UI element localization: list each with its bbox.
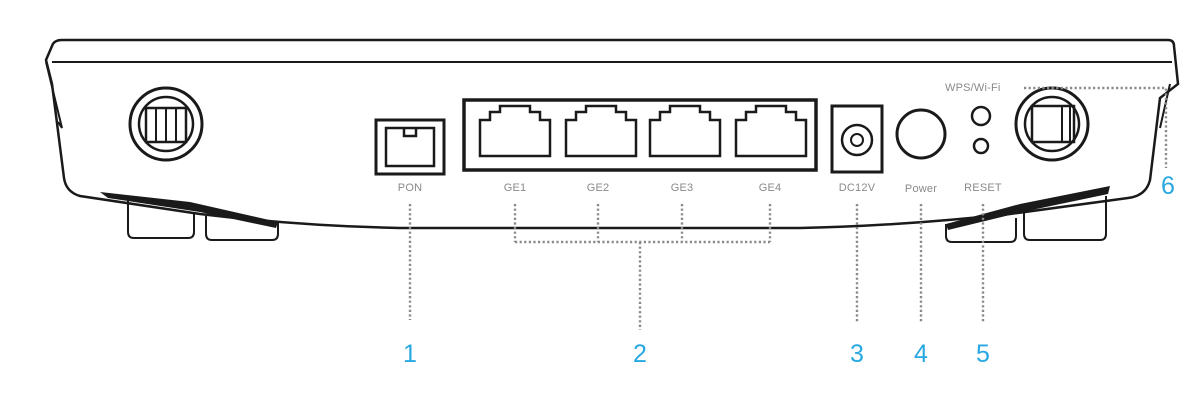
ge2-label: GE2 [587, 182, 610, 194]
leader-lines [408, 86, 1168, 330]
ge1-label: GE1 [504, 182, 527, 194]
router-body [44, 38, 1180, 230]
reset-label: RESET [964, 182, 1002, 194]
callout-6: 6 [1161, 172, 1175, 200]
right-antenna-connector [1014, 86, 1090, 162]
ethernet-ports [462, 98, 818, 172]
ge3-port [648, 104, 722, 158]
ge4-label: GE4 [759, 182, 782, 194]
ge2-port [564, 104, 638, 158]
ge3-label: GE3 [671, 182, 694, 194]
wps-button [970, 105, 992, 127]
callout-2: 2 [633, 340, 647, 368]
ge1-port [478, 104, 552, 158]
callout-5: 5 [976, 340, 990, 368]
reset-button [972, 137, 990, 155]
ge4-port [734, 104, 808, 158]
callout-3: 3 [850, 340, 864, 368]
dc-label: DC12V [839, 182, 876, 194]
pon-label: PON [398, 182, 422, 194]
power-label: Power [905, 183, 937, 195]
callout-4: 4 [914, 340, 928, 368]
wps-label: WPS/Wi-Fi [945, 82, 1001, 94]
dc-jack [830, 104, 884, 174]
right-feet [945, 186, 1110, 243]
pon-port [374, 118, 446, 176]
left-feet [100, 192, 279, 241]
callout-1: 1 [403, 340, 417, 368]
power-button [895, 108, 947, 160]
left-antenna-connector [128, 86, 204, 162]
